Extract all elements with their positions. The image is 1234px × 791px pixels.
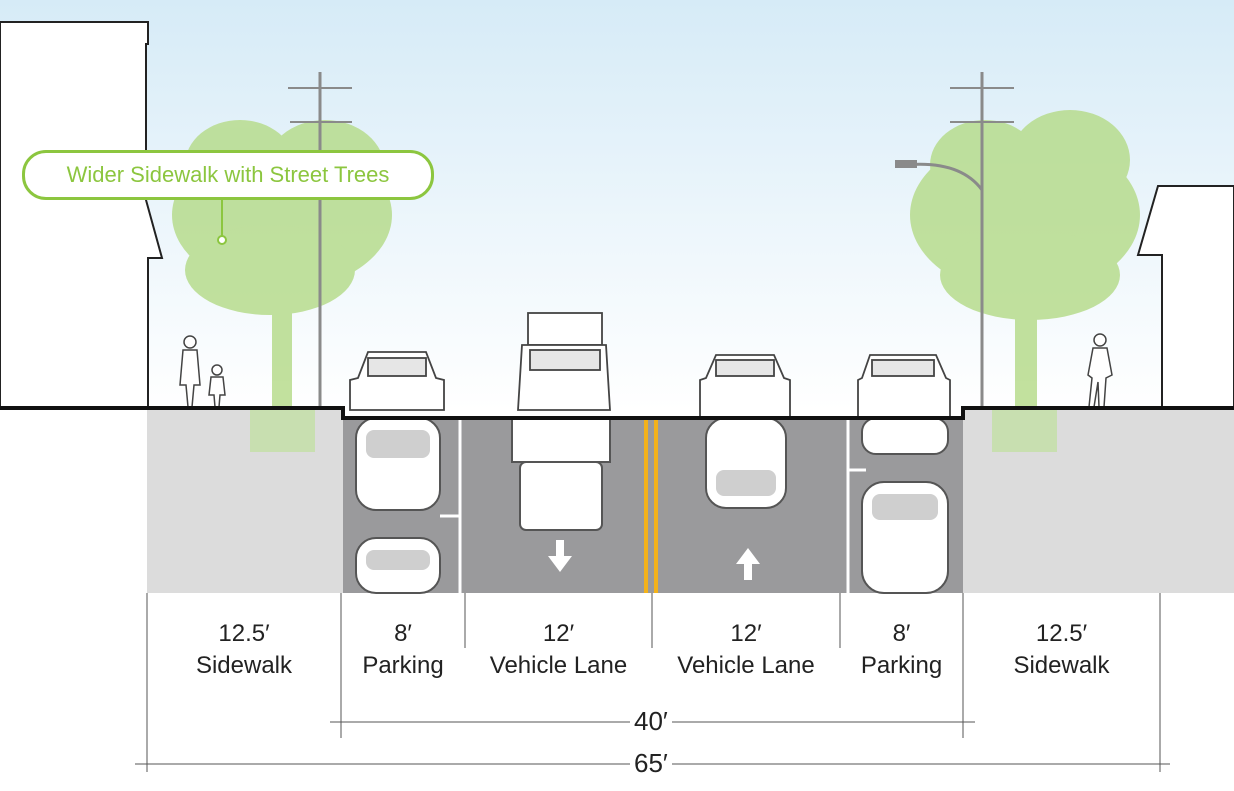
right-of-way-total: 65′ — [630, 748, 672, 779]
segment-width: 8′ — [394, 620, 412, 647]
callout-leader-dot — [217, 235, 227, 245]
right-tree-pit — [992, 410, 1057, 452]
curb-to-curb-total: 40′ — [630, 706, 672, 737]
segment-right-sidewalk: 12.5′ Sidewalk — [963, 618, 1160, 682]
parked-car-elevation-left — [349, 351, 445, 411]
right-utility-pole — [895, 72, 1014, 410]
segment-right-parking: 8′ Parking — [840, 618, 963, 682]
left-building — [0, 21, 164, 409]
segment-name: Vehicle Lane — [489, 652, 628, 679]
car-plan-northbound — [705, 417, 787, 509]
segment-left-parking: 8′ Parking — [341, 618, 465, 682]
right-building — [1136, 185, 1234, 409]
southbound-arrow — [548, 540, 572, 572]
callout-wider-sidewalk: Wider Sidewalk with Street Trees — [22, 150, 434, 200]
roadway-surface — [343, 418, 963, 593]
segment-name: Parking — [860, 652, 943, 679]
car-elevation-northbound — [699, 354, 791, 419]
parked-car-plan-left-2 — [355, 537, 441, 594]
parked-car-plan-right-2 — [861, 481, 949, 594]
center-double-yellow-line — [644, 418, 658, 593]
left-utility-pole — [288, 72, 352, 410]
parked-car-elevation-right — [857, 354, 951, 419]
pedestrian-walking — [1087, 333, 1113, 408]
segment-northbound-lane: 12′ Vehicle Lane — [652, 618, 840, 682]
segment-width: 12′ — [542, 620, 575, 647]
segment-dividers — [146, 593, 1161, 772]
segment-name: Sidewalk — [195, 652, 293, 679]
segment-name: Sidewalk — [1013, 652, 1110, 679]
left-tree-pit — [250, 410, 315, 452]
segment-width: 12′ — [730, 620, 762, 647]
parked-car-plan-right-1 — [861, 417, 949, 455]
box-truck-elevation — [517, 312, 611, 411]
truck-plan — [511, 417, 611, 531]
segment-name: Vehicle Lane — [677, 652, 815, 679]
segment-width: 12.5′ — [218, 620, 270, 647]
segment-southbound-lane: 12′ Vehicle Lane — [465, 618, 652, 682]
segment-width: 12.5′ — [1035, 620, 1088, 647]
northbound-arrow — [736, 548, 760, 580]
ground-profile-line — [0, 406, 1234, 420]
segment-width: 8′ — [892, 620, 911, 647]
segment-name: Parking — [362, 652, 444, 679]
parked-car-plan-left-1 — [355, 417, 441, 511]
segment-left-sidewalk: 12.5′ Sidewalk — [147, 618, 341, 682]
